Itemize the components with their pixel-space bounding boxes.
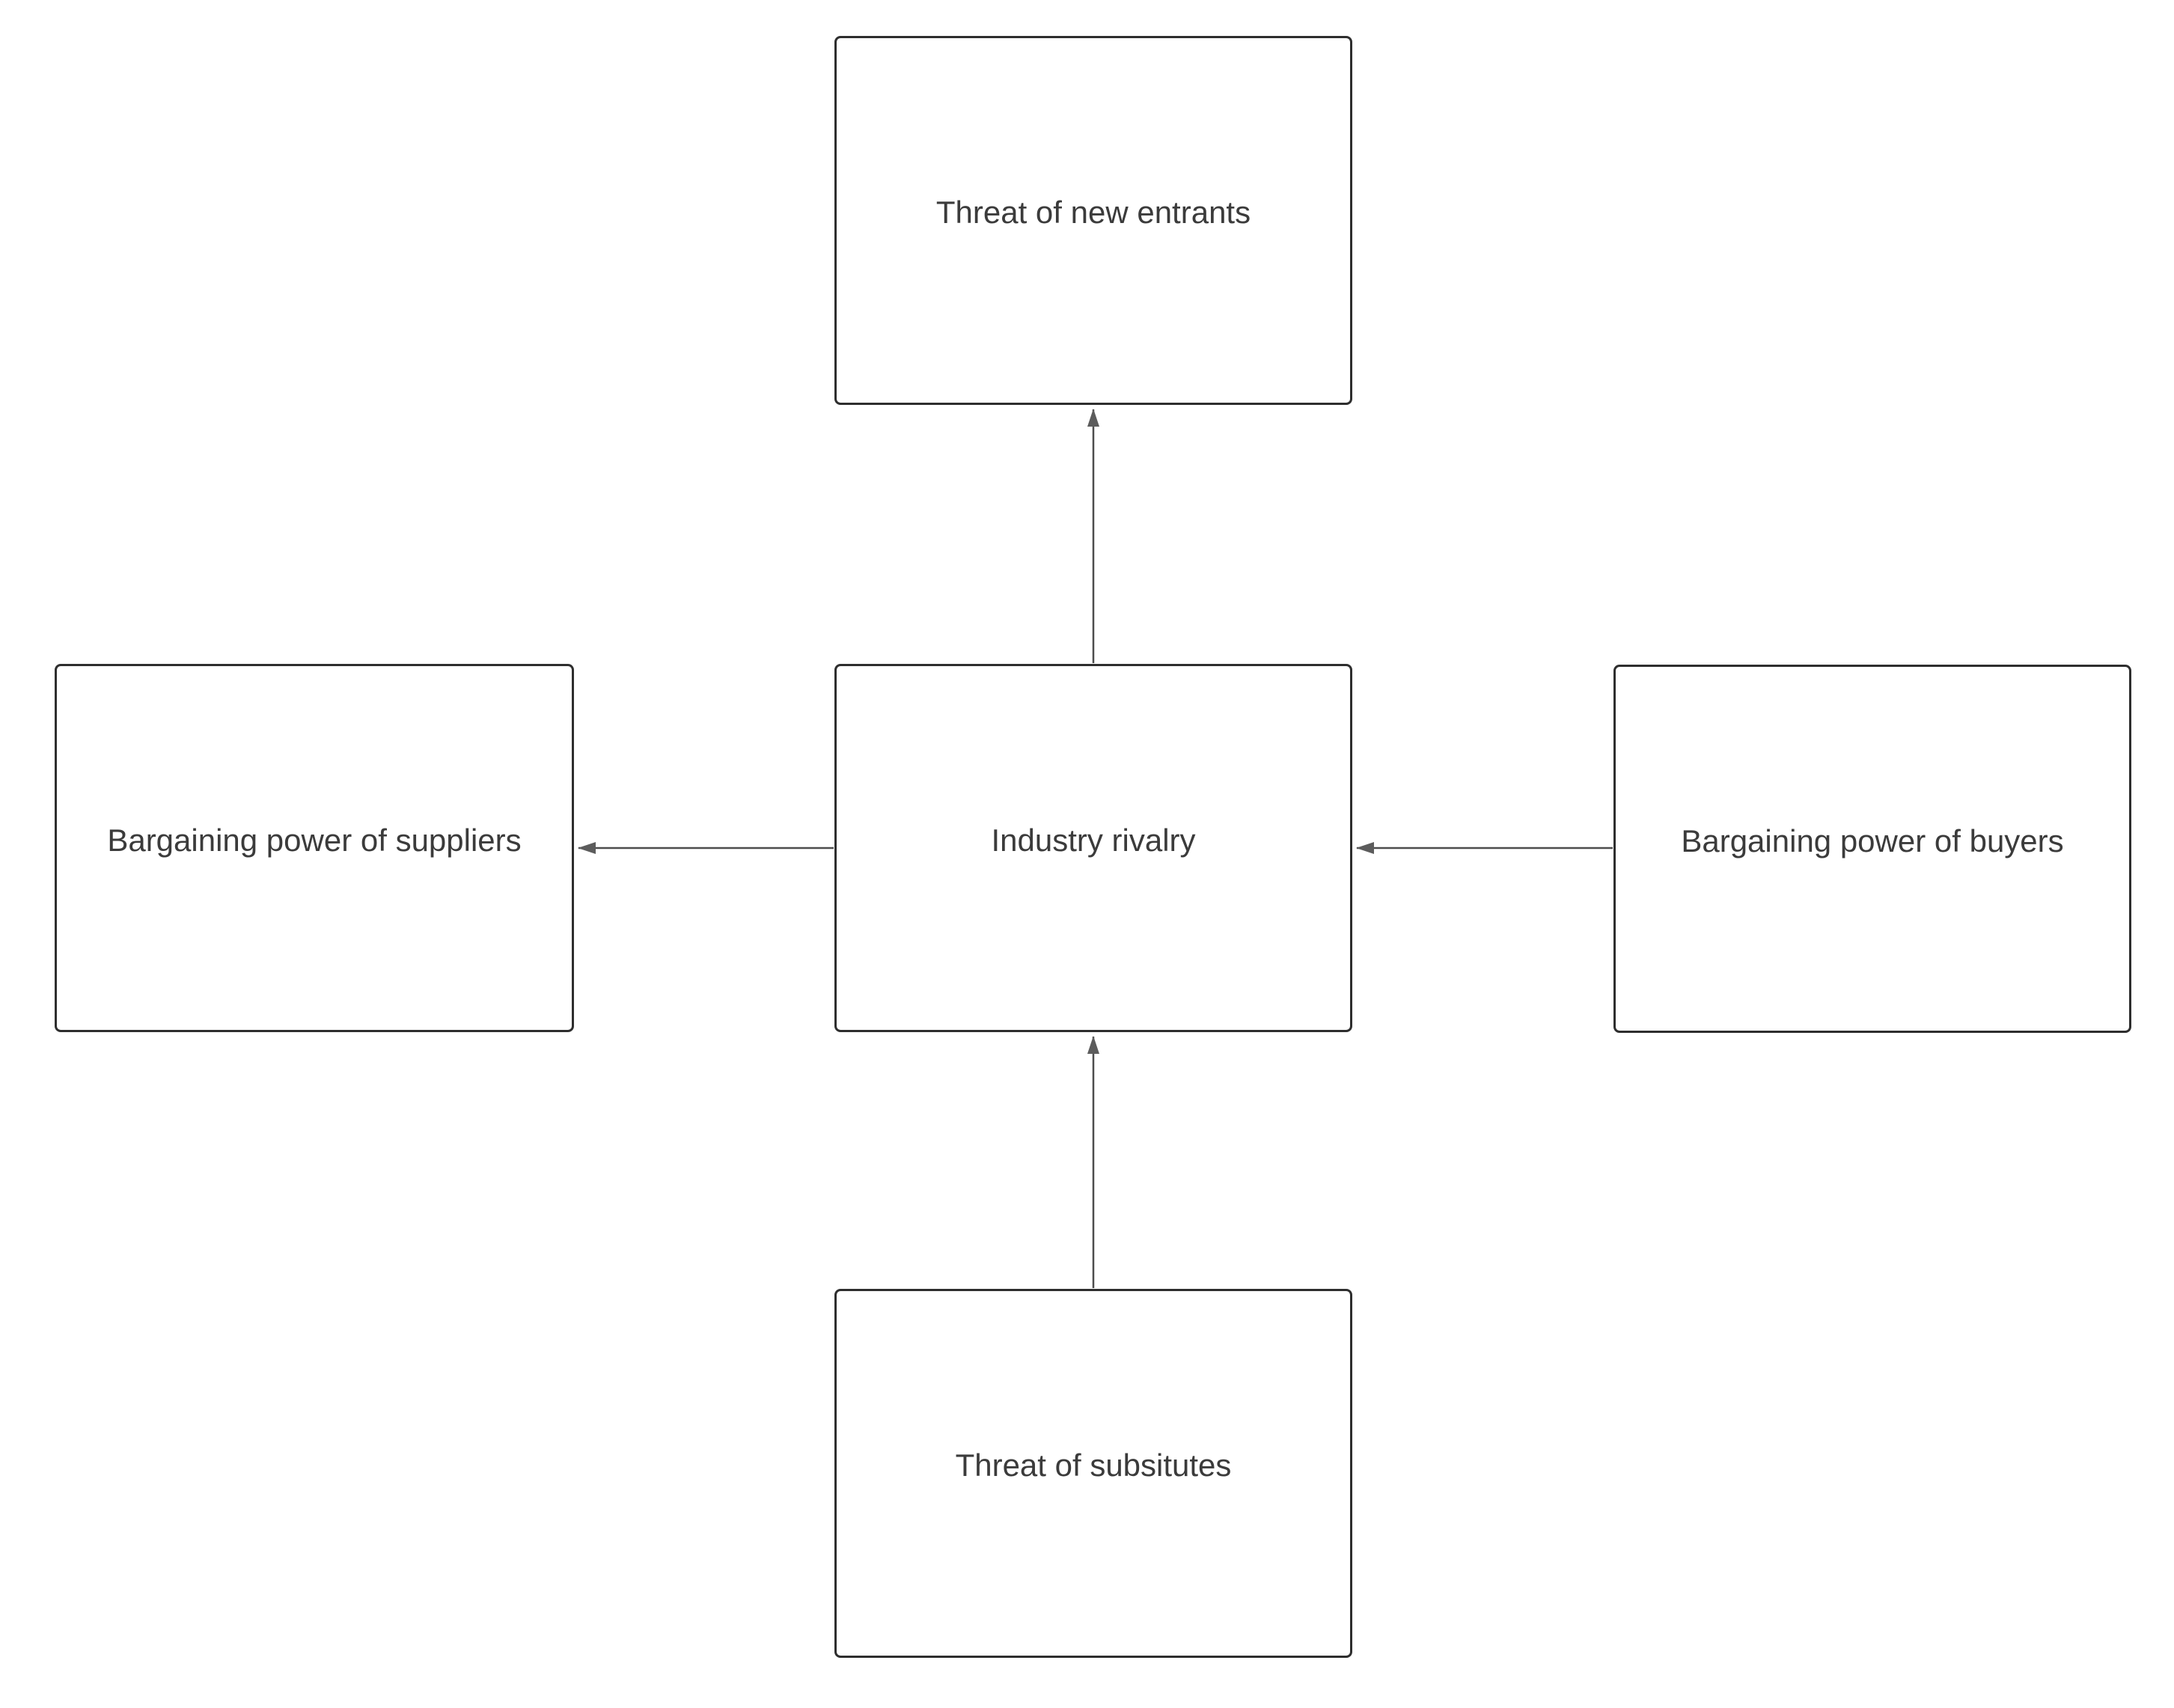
node-threat-of-substitutes[interactable]: Threat of subsitutes [834, 1289, 1352, 1658]
node-bargaining-power-of-suppliers[interactable]: Bargaining power of suppliers [55, 664, 574, 1032]
node-industry-rivalry[interactable]: Industry rivalry [834, 664, 1352, 1032]
node-industry-rivalry-label: Industry rivalry [991, 822, 1196, 858]
node-bargaining-power-of-buyers[interactable]: Bargaining power of buyers [1613, 665, 2131, 1033]
node-bargaining-power-of-buyers-label: Bargaining power of buyers [1681, 823, 2064, 858]
node-threat-of-new-entrants-label: Threat of new entrants [935, 195, 1251, 231]
node-threat-of-substitutes-label: Threat of subsitutes [955, 1448, 1232, 1483]
node-bargaining-power-of-suppliers-label: Bargaining power of suppliers [107, 822, 522, 858]
node-threat-of-new-entrants[interactable]: Threat of new entrants [834, 36, 1352, 405]
